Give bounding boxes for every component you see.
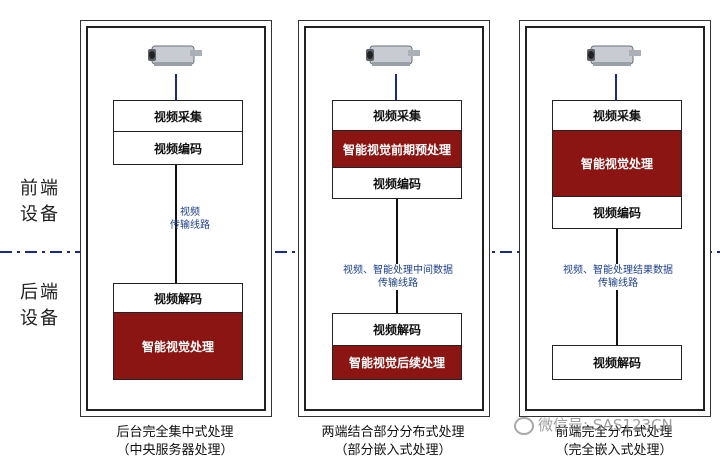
p3-box-capture: 视频采集 <box>552 100 682 131</box>
wechat-watermark-text: 微信号: SAS123CN <box>538 416 673 434</box>
back-device-label: 后端 设备 <box>20 280 60 332</box>
camera-icon <box>366 45 420 66</box>
p3-box-decode: 视频解码 <box>552 345 682 380</box>
p3-transmission-label-line1: 视频、智能处理结果数据 <box>563 265 673 276</box>
p1-transmission-label-line1: 视频 <box>180 207 200 218</box>
p2-caption-line1: 两端结合部分分布式处理 <box>321 425 465 440</box>
p1-transmission-label: 视频 传输线路 <box>160 206 220 232</box>
camera-connector <box>175 74 177 100</box>
p2-caption: 两端结合部分分布式处理 （部分嵌入式处理） <box>298 424 488 460</box>
p2-transmission-label-line2: 传输线路 <box>378 278 418 289</box>
front-device-label-line2: 设备 <box>20 204 60 225</box>
p2-transmission-label: 视频、智能处理中间数据 传输线路 <box>318 264 478 290</box>
p2-box-postprocessing: 智能视觉后续处理 <box>332 345 462 380</box>
front-device-label: 前端 设备 <box>20 176 60 228</box>
camera-icon <box>148 45 202 66</box>
p1-caption: 后台完全集中式处理 （中央服务器处理） <box>80 424 270 460</box>
p3-box-encode: 视频编码 <box>552 196 682 229</box>
wechat-icon <box>514 416 534 435</box>
p3-caption: 前端完全分布式处理 （完全嵌入式处理） <box>519 424 709 460</box>
p1-transmission-line <box>175 165 177 283</box>
wechat-watermark: 微信号: SAS123CN <box>514 414 673 435</box>
p3-caption-line2: （完全嵌入式处理） <box>555 443 673 458</box>
camera-connector <box>615 74 617 100</box>
p1-box-capture: 视频采集 <box>113 100 243 132</box>
p1-transmission-label-line2: 传输线路 <box>170 220 210 231</box>
p1-caption-line2: （中央服务器处理） <box>116 443 234 458</box>
back-device-label-line2: 设备 <box>20 308 60 329</box>
p2-caption-line2: （部分嵌入式处理） <box>334 443 452 458</box>
camera-connector <box>395 74 397 100</box>
p2-box-preprocessing: 智能视觉前期预处理 <box>332 130 462 168</box>
p1-box-decode: 视频解码 <box>113 283 243 313</box>
p1-box-vision-processing: 智能视觉处理 <box>113 312 243 380</box>
p2-box-decode: 视频解码 <box>332 313 462 346</box>
p3-transmission-label-line2: 传输线路 <box>598 278 638 289</box>
back-device-label-line1: 后端 <box>20 282 60 303</box>
p2-box-capture: 视频采集 <box>332 100 462 131</box>
p3-box-vision-processing: 智能视觉处理 <box>552 130 682 197</box>
p2-transmission-line <box>396 199 398 313</box>
p3-caption-line1: 前端完全分布式处理 <box>555 425 673 440</box>
p1-caption-line1: 后台完全集中式处理 <box>116 425 234 440</box>
camera-icon <box>587 45 641 66</box>
p2-box-encode: 视频编码 <box>332 167 462 199</box>
p2-transmission-label-line1: 视频、智能处理中间数据 <box>343 265 453 276</box>
p1-box-encode: 视频编码 <box>113 131 243 165</box>
p3-transmission-label: 视频、智能处理结果数据 传输线路 <box>540 264 696 290</box>
front-device-label-line1: 前端 <box>20 178 60 199</box>
